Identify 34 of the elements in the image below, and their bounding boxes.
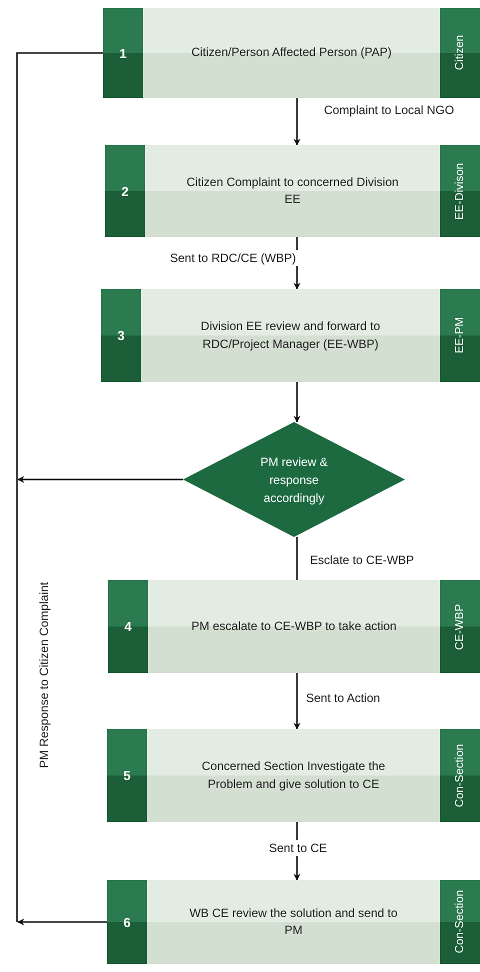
feedback-line — [16, 52, 103, 922]
step-text: Division EE review and forward to RDC/Project Manager (EE-WBP) — [200, 318, 382, 352]
role-label: Con-Section — [454, 890, 466, 954]
decision-text: PM review & response accordingly — [259, 454, 329, 506]
step-text: WB CE review the solution and send to PM — [188, 904, 399, 939]
arrow — [294, 98, 300, 146]
step-number: 1 — [103, 8, 143, 98]
step-number: 2 — [105, 145, 145, 237]
step-card — [101, 289, 480, 382]
role-label: EE-Divison — [454, 162, 466, 220]
step-number: 5 — [107, 729, 147, 822]
step-number: 4 — [108, 580, 148, 673]
role-label: EE-PM — [454, 317, 466, 354]
role-label: Citizen — [454, 35, 466, 71]
step-number: 6 — [107, 880, 147, 964]
step-card — [107, 729, 480, 822]
role-label: Con-Section — [454, 744, 466, 808]
step-number: 3 — [101, 289, 141, 382]
step-card — [105, 145, 480, 237]
arrow — [17, 918, 107, 926]
connector-line — [296, 537, 298, 580]
step-text: PM escalate to CE-WBP to take action — [190, 618, 398, 635]
decision-diamond — [183, 422, 405, 537]
arrow — [294, 382, 300, 423]
step-card — [103, 8, 480, 98]
arrow — [294, 673, 300, 730]
step-text: Citizen/Person Affected Person (PAP) — [190, 44, 393, 62]
step-card — [107, 880, 480, 964]
step-text: Concerned Section Investigate the Problem and give solution to CE — [200, 758, 386, 792]
step-card — [108, 580, 480, 673]
step-text: Citizen Complaint to concerned Division EE — [185, 174, 400, 208]
arrow — [17, 476, 183, 483]
edge-label: PM Response to Citizen Complaint — [37, 582, 51, 768]
role-label: CE-WBP — [454, 604, 466, 650]
